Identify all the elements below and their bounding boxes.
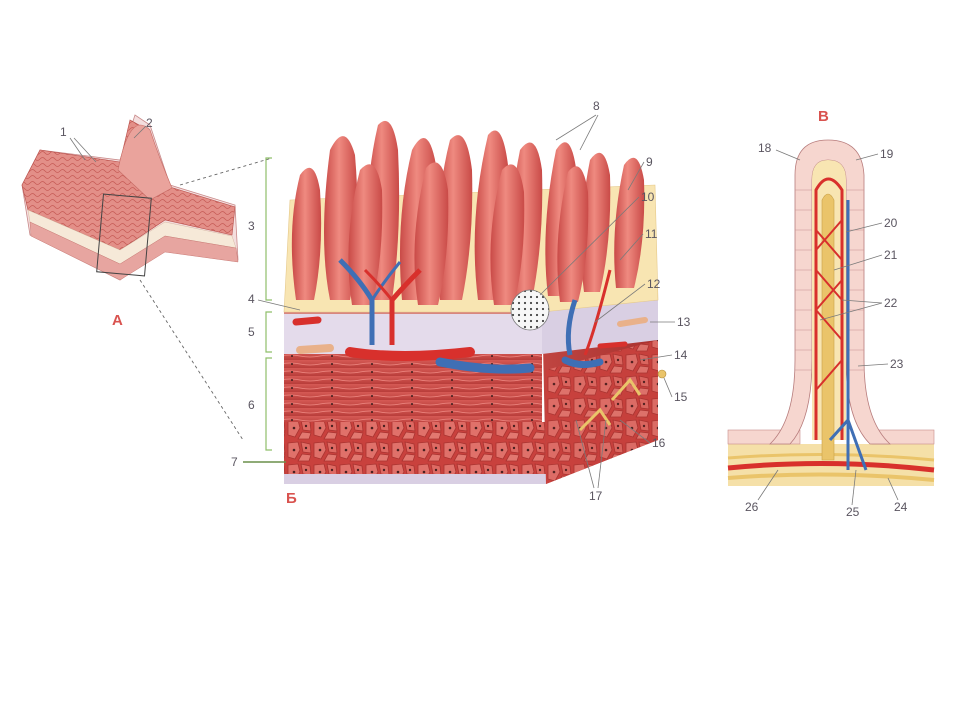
- label-19: 19: [880, 147, 894, 161]
- label-1: 1: [60, 125, 67, 139]
- longitudinal-muscle-layer: [284, 422, 546, 478]
- guide-line-top: [179, 157, 273, 186]
- label-20: 20: [884, 216, 898, 230]
- label-22: 22: [884, 296, 898, 310]
- panel-letter-b: Б: [286, 490, 297, 507]
- lymph-nodule: [510, 289, 550, 331]
- guide-line-bottom: [139, 279, 244, 441]
- bracket-submucosa: [265, 311, 272, 353]
- panel-letter-c: В: [818, 108, 829, 125]
- label-7: 7: [231, 455, 238, 469]
- central-lacteal: [821, 193, 835, 461]
- label-2: 2: [146, 116, 153, 130]
- label-10: 10: [641, 190, 655, 204]
- serosa-layer: [284, 474, 546, 484]
- bracket-muscularis: [265, 357, 272, 451]
- label-14: 14: [674, 348, 688, 362]
- panel-a-selection-box: [96, 193, 152, 277]
- vessels-group: [292, 258, 667, 432]
- panel-a-intestine-segment: 1 2 А: [21, 114, 273, 441]
- label-15: 15: [674, 390, 688, 404]
- panel-b-wall-block: 3 4 5 6 7 8 9 10 11 12 13 14 15 16 17 Б: [231, 99, 691, 507]
- submucosa-layer: [284, 312, 542, 354]
- label-11: 11: [645, 227, 658, 241]
- label-9: 9: [646, 155, 653, 169]
- label-21: 21: [884, 248, 898, 262]
- label-18: 18: [758, 141, 772, 155]
- label-13: 13: [677, 315, 691, 329]
- label-4: 4: [248, 292, 255, 306]
- panel-letter-a: А: [112, 312, 123, 329]
- label-3: 3: [248, 219, 255, 233]
- label-25: 25: [846, 505, 860, 519]
- panel-c-single-villus: 18 19 20 21 22 23 24 25 26 В: [727, 108, 935, 519]
- label-5: 5: [248, 325, 255, 339]
- label-6: 6: [248, 398, 255, 412]
- label-16: 16: [652, 436, 666, 450]
- label-8: 8: [593, 99, 600, 113]
- label-24: 24: [894, 500, 908, 514]
- bracket-mucosa: [265, 157, 272, 301]
- label-26: 26: [745, 500, 759, 514]
- label-17: 17: [589, 489, 603, 503]
- label-12: 12: [647, 277, 661, 291]
- circular-muscle-layer: [284, 352, 542, 422]
- villi-group: [291, 120, 645, 305]
- label-23: 23: [890, 357, 904, 371]
